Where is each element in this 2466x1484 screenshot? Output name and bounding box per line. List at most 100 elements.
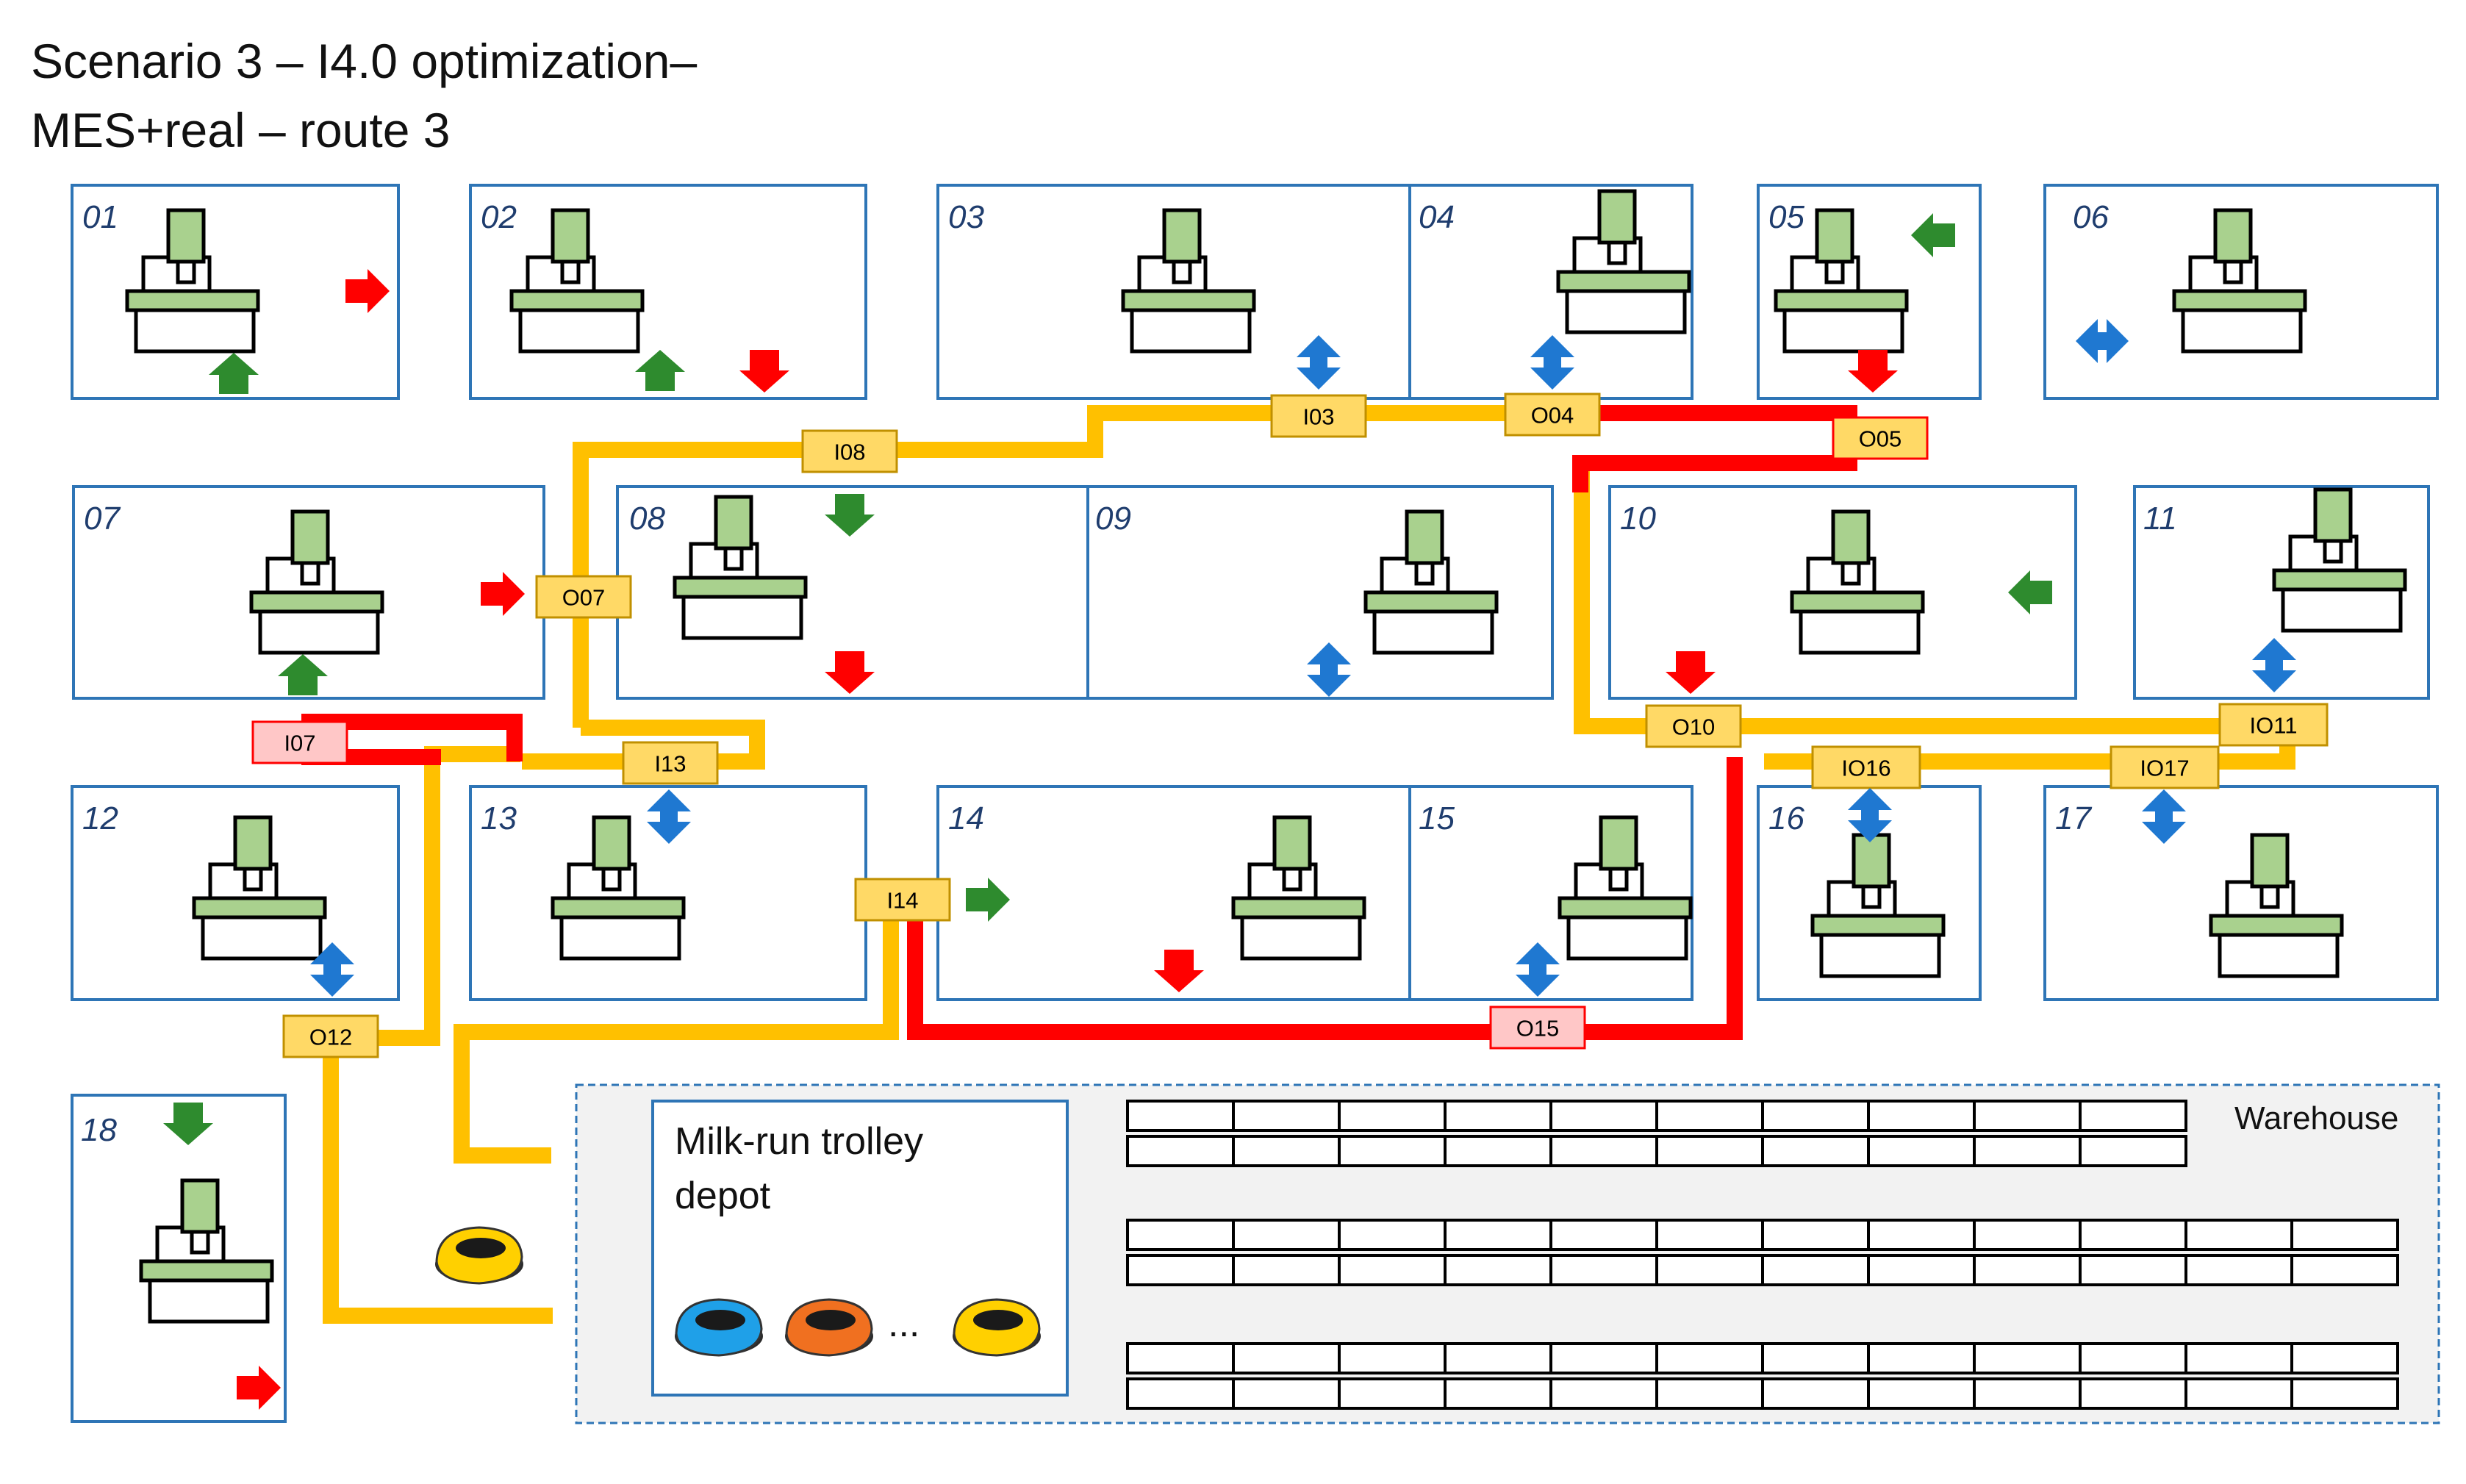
- station-label-18: 18: [81, 1112, 117, 1148]
- depot-title-line-2: depot: [675, 1175, 771, 1217]
- machine-icon-12: [194, 817, 325, 958]
- shelving-racks: [1126, 1100, 2399, 1410]
- waypoint-label-O04: O04: [1531, 403, 1574, 429]
- shelf-cell: [1338, 1219, 1447, 1251]
- shelf-cell: [2290, 1219, 2399, 1251]
- waypoint-label-O15: O15: [1516, 1016, 1560, 1042]
- trolley-icon-orange: [784, 1298, 875, 1357]
- input-arrow-icon-02: [635, 350, 685, 391]
- waypoint-box-IO17: [2110, 745, 2220, 789]
- route-alert-15: [907, 757, 1743, 1040]
- io-arrow-icon-15: [1516, 942, 1560, 997]
- machine-icon-10: [1792, 512, 1923, 653]
- waypoint-box-I13: [622, 741, 719, 785]
- input-arrow-icon-08: [825, 494, 875, 537]
- shelf-cell: [1444, 1135, 1552, 1167]
- output-arrow-icon-01: [345, 269, 390, 313]
- machine-icon-17: [2211, 835, 2342, 976]
- waypoint-box-O05: [1832, 416, 1929, 460]
- waypoint-box-I07: [251, 720, 348, 764]
- waypoint-label-I07: I07: [284, 731, 315, 756]
- machine-icon-08: [675, 497, 806, 638]
- shelf-cell: [1338, 1342, 1447, 1374]
- waypoint-box-O10: [1645, 704, 1742, 748]
- waypoint-label-O12: O12: [309, 1025, 353, 1050]
- shelf-cell: [1126, 1100, 1235, 1132]
- station-label-07: 07: [84, 501, 121, 537]
- shelf-cell: [1761, 1377, 1870, 1410]
- shelf-cell: [1761, 1100, 1870, 1132]
- output-arrow-icon-02: [739, 350, 789, 392]
- shelf-cell: [1232, 1254, 1341, 1286]
- input-arrow-icon-05: [1911, 213, 1955, 257]
- station-frame-12: [71, 785, 400, 1001]
- waypoint-box-IO11: [2218, 703, 2329, 747]
- shelf-cell: [1126, 1342, 1235, 1374]
- station-label-14: 14: [948, 800, 984, 836]
- trolley-icon-route: [434, 1226, 525, 1285]
- route-alert-07: [301, 714, 523, 761]
- station-frame-15: [1408, 785, 1693, 1001]
- shelf-cell: [2079, 1100, 2187, 1132]
- shelf-cell: [1549, 1100, 1658, 1132]
- input-arrow-icon-10: [2008, 570, 2052, 614]
- shelf-cell: [1126, 1135, 1235, 1167]
- station-frame-05: [1757, 184, 1982, 400]
- warehouse-label: Warehouse: [2234, 1100, 2398, 1136]
- input-arrow-icon-18: [163, 1103, 213, 1145]
- station-label-09: 09: [1095, 501, 1131, 537]
- station-label-15: 15: [1419, 800, 1455, 836]
- shelf-cell: [1444, 1100, 1552, 1132]
- shelf-cell: [1867, 1100, 1976, 1132]
- io-arrow-icon-16: [1848, 788, 1892, 842]
- input-arrow-icon-07: [278, 654, 328, 695]
- io-arrow-icon-11: [2252, 638, 2296, 692]
- shelf-cell: [1126, 1219, 1235, 1251]
- machine-icon-14: [1233, 817, 1364, 958]
- depot-ellipsis: ...: [888, 1302, 920, 1345]
- station-frame-09: [1086, 485, 1554, 700]
- waypoint-label-O07: O07: [562, 585, 606, 611]
- station-frame-02: [469, 184, 867, 400]
- shelf-cell: [1338, 1100, 1447, 1132]
- shelf-cell: [1655, 1377, 1764, 1410]
- station-label-12: 12: [82, 800, 118, 836]
- shelf-cell: [1232, 1377, 1341, 1410]
- shelf-cell: [1232, 1100, 1341, 1132]
- shelf-cell: [2184, 1342, 2293, 1374]
- shelf-cell: [1338, 1377, 1447, 1410]
- shelf-cell: [1867, 1342, 1976, 1374]
- station-frame-18: [71, 1094, 287, 1423]
- io-arrow-icon-03: [1297, 335, 1341, 390]
- shelf-cell: [1549, 1219, 1658, 1251]
- title-line-2: MES+real – route 3: [31, 103, 451, 157]
- waypoint-box-O15: [1489, 1006, 1586, 1050]
- shelf-cell: [1655, 1219, 1764, 1251]
- shelf-cell: [1549, 1254, 1658, 1286]
- route-segment-top: [573, 405, 1596, 728]
- station-label-13: 13: [481, 800, 517, 836]
- machine-icon-16: [1813, 835, 1943, 976]
- shelf-cell: [1973, 1100, 2082, 1132]
- station-label-01: 01: [82, 199, 118, 235]
- shelf-cell: [1444, 1254, 1552, 1286]
- shelf-cell: [1973, 1219, 2082, 1251]
- io-arrow-icon-04: [1530, 335, 1574, 390]
- station-frame-06: [2043, 184, 2439, 400]
- waypoint-label-IO11: IO11: [2250, 713, 2298, 739]
- waypoint-box-I03: [1270, 394, 1367, 438]
- shelf-cell: [2184, 1219, 2293, 1251]
- shelf-cell: [1444, 1342, 1552, 1374]
- route-segment-14: [454, 901, 899, 1164]
- station-label-16: 16: [1768, 800, 1804, 836]
- output-arrow-icon-14: [1154, 950, 1204, 992]
- machine-icon-06: [2174, 210, 2305, 351]
- io-arrow-icon-06: [2076, 319, 2129, 363]
- waypoint-box-O07: [535, 575, 632, 619]
- route-alert-05: [1572, 405, 1857, 492]
- shelf-cell: [1655, 1342, 1764, 1374]
- shelf-cell: [2290, 1254, 2399, 1286]
- output-arrow-icon-08: [825, 651, 875, 694]
- machine-icon-07: [251, 512, 382, 653]
